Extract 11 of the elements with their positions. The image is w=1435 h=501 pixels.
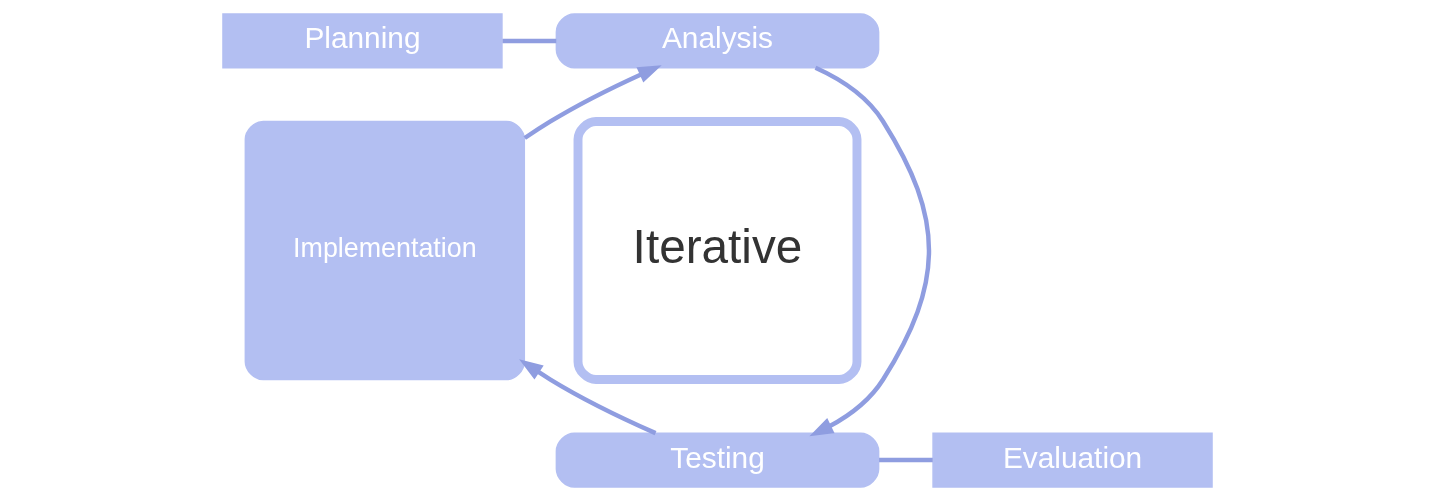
node-box: Iterative <box>573 117 862 384</box>
node-box: Analysis <box>555 13 880 69</box>
node-box: Planning <box>222 13 503 69</box>
arrow <box>809 65 932 437</box>
connector <box>879 457 933 463</box>
node-box: Testing <box>555 432 880 488</box>
node-box: Evaluation <box>932 432 1213 488</box>
arrow <box>523 65 662 140</box>
arrow <box>519 359 657 436</box>
connector <box>502 38 557 44</box>
node-box: Implementation <box>244 120 526 381</box>
